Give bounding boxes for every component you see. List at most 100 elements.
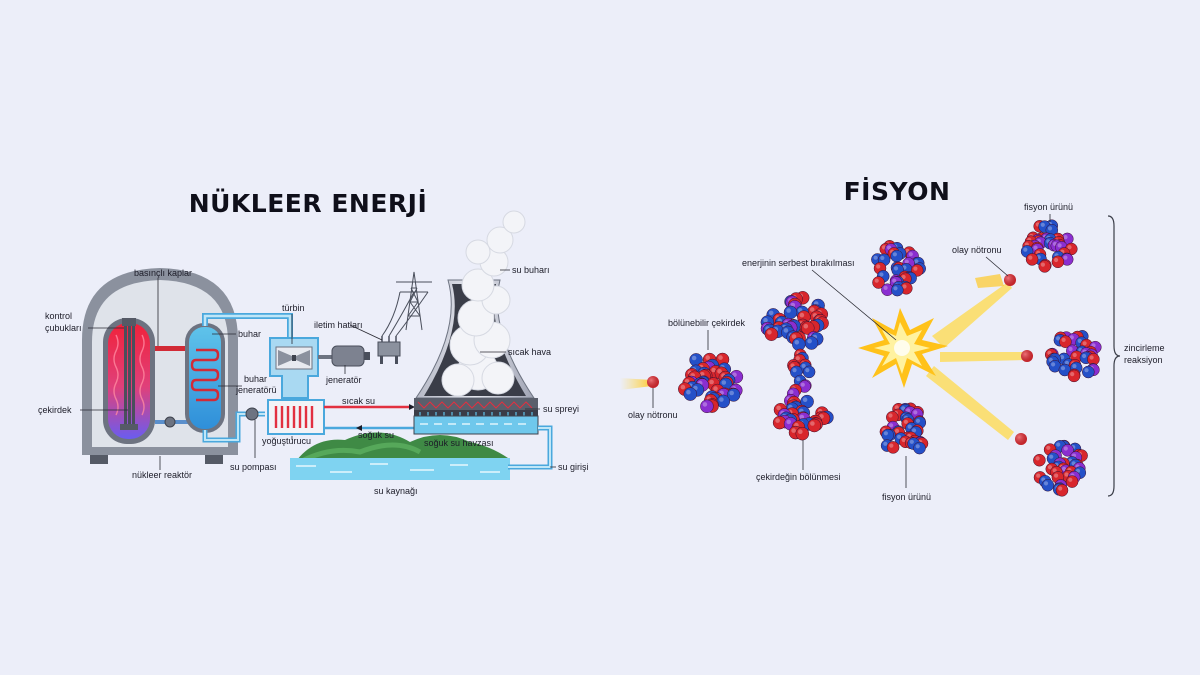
nucleon-highlight <box>907 424 912 429</box>
nucleon-highlight <box>1063 446 1068 451</box>
label-hot-air: sıcak hava <box>508 347 551 357</box>
fission-product-right-top <box>1020 219 1078 273</box>
nucleon-highlight <box>893 266 899 271</box>
generator <box>331 345 370 367</box>
label-condenser: yoğuşturucu <box>262 436 311 446</box>
nucleon-highlight <box>1028 255 1033 260</box>
nucleon <box>804 336 819 350</box>
nucleon <box>807 418 822 433</box>
nucleon-highlight <box>789 389 794 395</box>
nucleon-highlight <box>1040 262 1045 267</box>
nucleon-highlight <box>713 386 718 391</box>
nucleon-highlight <box>1063 255 1068 260</box>
label-incident-neutron-left: olay nötronu <box>628 410 678 420</box>
nucleon-highlight <box>1068 477 1073 482</box>
nuclear-title: NÜKLEER ENERJİ <box>189 188 428 218</box>
nucleon-highlight <box>903 419 909 424</box>
nucleon-highlight <box>889 443 894 448</box>
nucleon-highlight <box>1082 353 1087 359</box>
nucleon-highlight <box>911 428 917 433</box>
label-chain-reaction-2: reaksiyon <box>1124 355 1163 365</box>
nucleon-highlight <box>1052 468 1057 473</box>
nucleon-highlight <box>768 310 774 316</box>
nucleon <box>726 388 741 402</box>
nucleon-highlight <box>913 410 918 415</box>
nucleon <box>890 249 903 263</box>
nucleon-highlight <box>809 307 815 312</box>
nucleon <box>913 441 926 455</box>
label-control-rods-2: çubukları <box>45 323 82 333</box>
circulation-pump-icon <box>164 416 176 428</box>
label-nucleus-splitting: çekirdeğin bölünmesi <box>756 472 841 482</box>
nucleon-highlight <box>879 272 884 277</box>
nucleon <box>891 283 904 297</box>
nucleon-highlight <box>1057 243 1062 248</box>
nucleon <box>1067 369 1081 383</box>
nucleon-highlight <box>717 369 722 374</box>
neutron-middle <box>1021 350 1033 362</box>
nucleon-highlight <box>908 252 913 257</box>
nucleon <box>1025 253 1039 266</box>
nucleon-highlight <box>801 363 806 368</box>
nucleon-highlight <box>1067 245 1072 250</box>
nucleon-highlight <box>901 406 906 411</box>
nucleon-highlight <box>798 429 803 435</box>
nucleon-highlight <box>1082 341 1087 346</box>
nucleon-highlight <box>915 418 921 423</box>
nucleon-highlight <box>1049 454 1054 459</box>
nucleon-highlight <box>721 380 727 385</box>
nucleon-highlight <box>1056 336 1061 341</box>
splitting-nucleus-top <box>760 291 829 351</box>
nucleon <box>1041 478 1055 492</box>
fission-title: FİSYON <box>844 176 951 206</box>
label-control-rods-1: kontrol <box>45 311 72 321</box>
nucleon-highlight <box>1069 335 1074 340</box>
nucleon-highlight <box>893 286 898 291</box>
nucleon-highlight <box>1084 368 1089 373</box>
nucleon-highlight <box>1077 338 1082 343</box>
nucleon-highlight <box>1060 366 1066 371</box>
label-reactor: nükleer reaktör <box>132 470 192 480</box>
nucleon-highlight <box>889 423 894 428</box>
nucleon <box>872 276 885 289</box>
nucleon-highlight <box>883 431 889 436</box>
nucleon-highlight <box>719 397 724 402</box>
label-fissile-nucleus: bölünebilir çekirdek <box>668 318 746 328</box>
nucleon-highlight <box>909 439 914 444</box>
nucleon <box>1061 444 1074 457</box>
nucleon-highlight <box>1064 472 1069 477</box>
nucleon-highlight <box>691 355 697 361</box>
nucleon-highlight <box>1036 473 1041 478</box>
nucleon-highlight <box>1054 473 1059 478</box>
neutron-beams <box>620 274 1026 440</box>
label-core: çekirdek <box>38 405 72 415</box>
label-power-lines: iletim hatları <box>314 320 363 330</box>
nucleon-highlight <box>914 259 919 264</box>
label-energy-release: enerjinin serbest bırakılması <box>742 258 855 268</box>
nucleon-highlight <box>810 421 815 426</box>
label-incident-neutron-top: olay nötronu <box>952 245 1002 255</box>
label-water-pump: su pompası <box>230 462 277 472</box>
nucleon <box>1038 260 1051 273</box>
neutron-incident-left <box>647 376 659 388</box>
water-source <box>290 432 510 480</box>
nucleon-highlight <box>776 405 781 411</box>
label-pressure-vessel: basınçlı kaplar <box>134 268 192 278</box>
nuclei-layer <box>678 219 1102 497</box>
splitting-nucleus-bottom <box>772 394 834 441</box>
nucleon-highlight <box>807 338 812 344</box>
nucleon <box>792 337 806 351</box>
fission-product-right-middle <box>1044 330 1102 383</box>
nucleon-highlight <box>873 255 878 260</box>
control-rods <box>120 318 138 430</box>
nucleon-highlight <box>786 308 791 313</box>
label-cold-water: soğuk su <box>358 430 394 440</box>
nucleon <box>783 305 798 320</box>
label-water-intake: su girişi <box>558 462 589 472</box>
label-hot-water: sıcak su <box>342 396 375 406</box>
label-water-spray: su spreyi <box>543 404 579 414</box>
transformer <box>377 336 401 364</box>
nucleon <box>1055 484 1069 497</box>
steam-generator <box>185 323 225 433</box>
